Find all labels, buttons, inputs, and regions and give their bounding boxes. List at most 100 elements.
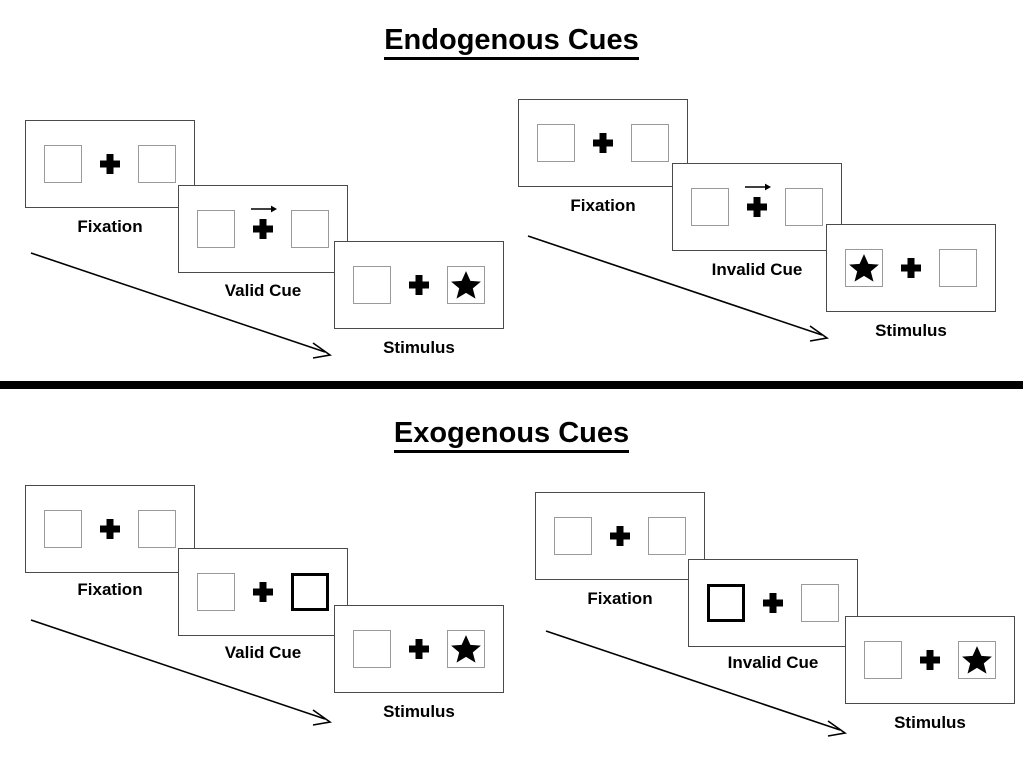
caption-exogenous-invalid-stimulus: Stimulus [894, 713, 966, 732]
panel-endogenous-valid-stimulus [334, 241, 504, 329]
left-box [554, 517, 592, 555]
left-box [197, 573, 235, 611]
caption-exogenous-invalid-fixation: Fixation [587, 589, 653, 608]
plus-icon [100, 519, 120, 539]
panel-content [846, 617, 1014, 703]
time-arrow-endogenous-valid [30, 252, 333, 359]
caption-endogenous-valid-fixation: Fixation [77, 217, 143, 236]
arrow-right-icon [251, 205, 277, 213]
right-box [939, 249, 977, 287]
plus-icon [253, 219, 273, 239]
arrow-right-icon [745, 183, 771, 191]
panel-exogenous-invalid-fixation [535, 492, 705, 580]
page-title-exogenous: Exogenous Cues [0, 417, 1023, 453]
plus-icon [901, 258, 921, 278]
panel-content [335, 606, 503, 692]
panel-content [519, 100, 687, 186]
right-box-cued [291, 573, 329, 611]
plus-icon [409, 275, 429, 295]
right-box-target [447, 266, 485, 304]
central-cue-group [251, 205, 277, 239]
plus-icon [593, 133, 613, 153]
caption-endogenous-invalid-cue: Invalid Cue [711, 260, 803, 279]
time-arrow-exogenous-invalid [545, 630, 848, 737]
panel-endogenous-invalid-stimulus [826, 224, 996, 312]
time-arrow-exogenous-valid [30, 619, 333, 726]
caption-endogenous-valid-stimulus: Stimulus [383, 338, 455, 357]
left-box-cued [707, 584, 745, 622]
caption-exogenous-valid-cue: Valid Cue [224, 643, 302, 662]
plus-icon [763, 593, 783, 613]
panel-endogenous-valid-fixation [25, 120, 195, 208]
left-box-target [845, 249, 883, 287]
stimulus-row [44, 145, 176, 183]
star-icon [962, 646, 992, 674]
panel-content [26, 486, 194, 572]
panel-content [827, 225, 995, 311]
panel-exogenous-valid-fixation [25, 485, 195, 573]
panel-content [536, 493, 704, 579]
caption-endogenous-valid-cue: Valid Cue [224, 281, 302, 300]
plus-icon [100, 154, 120, 174]
right-box [138, 145, 176, 183]
plus-icon [253, 582, 273, 602]
left-box [44, 510, 82, 548]
page-title-endogenous: Endogenous Cues [0, 24, 1023, 60]
section-divider [0, 381, 1023, 389]
time-arrow-endogenous-invalid [527, 235, 830, 342]
stimulus-row [197, 573, 329, 611]
stimulus-row [197, 205, 329, 248]
left-box [537, 124, 575, 162]
plus-icon [610, 526, 630, 546]
panel-content [673, 164, 841, 250]
caption-exogenous-valid-fixation: Fixation [77, 580, 143, 599]
section-title-text: Exogenous Cues [393, 417, 630, 453]
caption-endogenous-invalid-stimulus: Stimulus [875, 321, 947, 340]
right-box [785, 188, 823, 226]
caption-exogenous-invalid-cue: Invalid Cue [727, 653, 819, 672]
stimulus-row [537, 124, 669, 162]
panel-exogenous-invalid-stimulus [845, 616, 1015, 704]
panel-content [26, 121, 194, 207]
right-box [631, 124, 669, 162]
left-box [691, 188, 729, 226]
section-title-text: Endogenous Cues [384, 24, 639, 60]
plus-icon [920, 650, 940, 670]
panel-endogenous-invalid-fixation [518, 99, 688, 187]
panel-exogenous-invalid-cue [688, 559, 858, 647]
right-box-target [447, 630, 485, 668]
star-icon [451, 271, 481, 299]
panel-endogenous-invalid-cue [672, 163, 842, 251]
right-box [801, 584, 839, 622]
plus-icon [409, 639, 429, 659]
stimulus-row [864, 641, 996, 679]
stimulus-row [845, 249, 977, 287]
stimulus-row [707, 584, 839, 622]
right-box [291, 210, 329, 248]
panel-content [179, 186, 347, 272]
caption-exogenous-valid-stimulus: Stimulus [383, 702, 455, 721]
left-box [864, 641, 902, 679]
panel-exogenous-valid-stimulus [334, 605, 504, 693]
stimulus-row [691, 183, 823, 226]
star-icon [849, 254, 879, 282]
central-cue-group [745, 183, 771, 217]
left-box [353, 630, 391, 668]
caption-endogenous-invalid-fixation: Fixation [570, 196, 636, 215]
right-box-target [958, 641, 996, 679]
right-box [138, 510, 176, 548]
left-box [44, 145, 82, 183]
left-box [197, 210, 235, 248]
panel-content [179, 549, 347, 635]
panel-exogenous-valid-cue [178, 548, 348, 636]
star-icon [451, 635, 481, 663]
stimulus-row [44, 510, 176, 548]
stimulus-row [554, 517, 686, 555]
stimulus-row [353, 266, 485, 304]
plus-icon [747, 197, 767, 217]
stimulus-row [353, 630, 485, 668]
panel-endogenous-valid-cue [178, 185, 348, 273]
panel-content [335, 242, 503, 328]
left-box [353, 266, 391, 304]
right-box [648, 517, 686, 555]
